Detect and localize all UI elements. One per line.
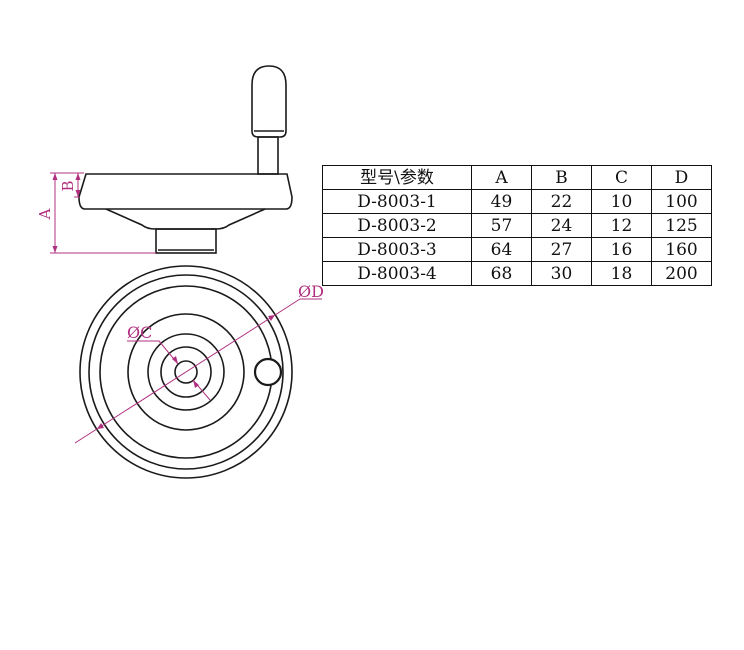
cell-a: 57	[471, 213, 532, 238]
rim-outer-circle	[79, 265, 293, 479]
hub-outer-circle	[147, 333, 225, 411]
rim-inner-circle	[88, 274, 284, 470]
arrow-c-lower	[193, 380, 199, 388]
cell-c: 18	[591, 261, 652, 286]
arrow-a-bottom	[52, 246, 58, 253]
arrow-b-bottom	[75, 190, 81, 197]
header-d: D	[651, 165, 712, 190]
dimension-line-d	[74, 298, 301, 444]
table-row: D-8003-4 68 30 18 200	[322, 261, 712, 286]
dimension-lines-side	[50, 172, 156, 254]
cell-d: 100	[651, 189, 712, 214]
dimension-lines-front	[74, 298, 322, 444]
label-dim-d: ØD	[298, 282, 324, 301]
cell-a: 49	[471, 189, 532, 214]
arrow-d-upper	[268, 315, 275, 321]
label-dim-a: A	[36, 208, 54, 220]
cell-d: 200	[651, 261, 712, 286]
bore-circle	[174, 360, 198, 384]
label-dim-c: ØC	[127, 323, 152, 342]
table-header-row: 型号\参数 A B C D	[322, 165, 712, 190]
cell-d: 160	[651, 237, 712, 262]
arrow-b-top	[75, 173, 81, 180]
spec-table: 型号\参数 A B C D D-8003-1 49 22 10 100 D-80…	[322, 165, 712, 286]
label-dim-b: B	[59, 180, 77, 191]
handle-base-circle	[253, 357, 283, 387]
wheel-rim	[78, 173, 293, 210]
header-a: A	[471, 165, 532, 190]
cell-b: 27	[531, 237, 592, 262]
cell-model: D-8003-1	[322, 189, 472, 214]
cell-c: 10	[591, 189, 652, 214]
header-model: 型号\参数	[322, 165, 472, 190]
cell-c: 12	[591, 213, 652, 238]
cell-b: 30	[531, 261, 592, 286]
leader-c	[127, 340, 179, 365]
arrow-a-top	[52, 173, 58, 180]
web-ring-circle	[127, 313, 245, 431]
arrow-c-upper	[172, 356, 178, 364]
table-row: D-8003-3 64 27 16 160	[322, 237, 712, 262]
header-c: C	[591, 165, 652, 190]
cell-c: 16	[591, 237, 652, 262]
wheel-hub-cone	[105, 208, 266, 230]
handwheel-front-view	[79, 265, 293, 479]
cell-b: 22	[531, 189, 592, 214]
handle-shaft	[257, 136, 279, 175]
handle-grip	[251, 65, 287, 138]
wheel-hub-boss	[155, 228, 217, 254]
table-row: D-8003-1 49 22 10 100	[322, 189, 712, 214]
cell-model: D-8003-2	[322, 213, 472, 238]
cell-d: 125	[651, 213, 712, 238]
cell-b: 24	[531, 213, 592, 238]
hub-inner-circle	[160, 346, 212, 398]
header-b: B	[531, 165, 592, 190]
cell-a: 68	[471, 261, 532, 286]
cell-a: 64	[471, 237, 532, 262]
cell-model: D-8003-4	[322, 261, 472, 286]
arrow-d-lower	[97, 423, 104, 429]
table-row: D-8003-2 57 24 12 125	[322, 213, 712, 238]
handwheel-side-view	[78, 65, 293, 254]
cell-model: D-8003-3	[322, 237, 472, 262]
